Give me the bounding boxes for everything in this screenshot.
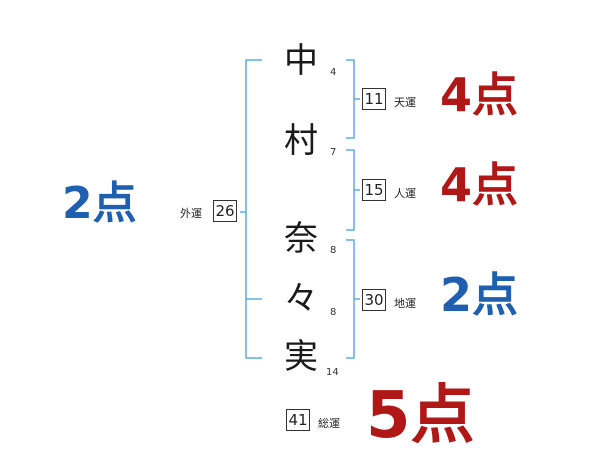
ten-bracket (346, 59, 355, 139)
gai-score: 2点 (62, 178, 137, 229)
gai-label: 外運 (180, 207, 202, 220)
chi-score: 2点 (440, 268, 519, 322)
jin-bracket (346, 149, 355, 231)
stroke-count-3: 8 (330, 245, 337, 256)
stroke-count-4: 8 (330, 307, 337, 318)
stroke-count-2: 7 (330, 147, 337, 158)
chi-value-box: 30 (362, 289, 386, 311)
jin-score: 4点 (440, 158, 519, 212)
stroke-count-5: 14 (326, 367, 339, 378)
ten-value-box: 11 (362, 88, 386, 110)
ten-label: 天運 (394, 96, 416, 109)
chi-label: 地運 (394, 297, 416, 310)
so-score: 5点 (366, 379, 475, 453)
ten-score: 4点 (440, 68, 519, 122)
name-char-1: 中 (284, 41, 318, 81)
gai-value-box: 26 (213, 200, 237, 222)
name-char-4: 々 (284, 279, 318, 319)
outer-bracket (245, 59, 262, 359)
name-char-3: 奈 (284, 219, 318, 259)
jin-label: 人運 (394, 187, 416, 200)
so-label: 総運 (318, 417, 340, 430)
name-char-5: 実 (284, 337, 318, 377)
name-char-2: 村 (284, 121, 318, 161)
chi-bracket (346, 239, 355, 359)
so-value-box: 41 (286, 409, 310, 431)
stroke-count-1: 4 (330, 67, 337, 78)
jin-value-box: 15 (362, 179, 386, 201)
